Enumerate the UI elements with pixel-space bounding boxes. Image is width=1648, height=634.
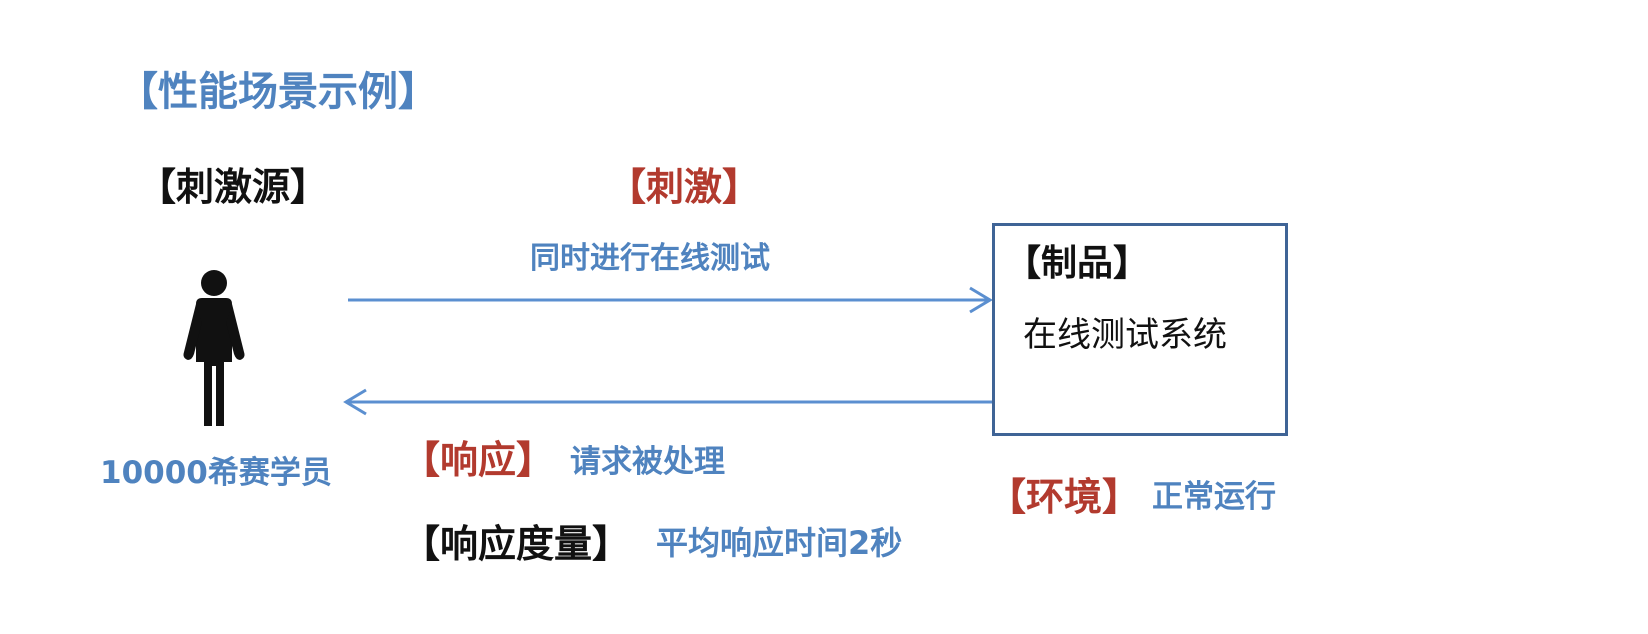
person-icon [183, 270, 245, 426]
artifact-box: 【制品】 在线测试系统 [992, 223, 1288, 436]
response-label: 【响应】 [402, 438, 555, 482]
environment-label: 【环境】 [988, 475, 1141, 519]
response-measure-description: 平均响应时间2秒 [656, 524, 903, 562]
stimulus-description: 同时进行在线测试 [530, 241, 770, 276]
diagram-title: 【性能场景示例】 [118, 69, 438, 115]
stimulus-label: 【刺激】 [608, 165, 761, 209]
artifact-label: 【制品】 [1005, 243, 1150, 284]
stimulus-arrow [348, 286, 993, 314]
response-arrow [343, 388, 992, 416]
stimulus-source-description: 10000希赛学员 [100, 455, 332, 491]
artifact-description: 在线测试系统 [1023, 315, 1227, 355]
response-description: 请求被处理 [570, 444, 725, 480]
environment-description: 正常运行 [1152, 479, 1276, 515]
stimulus-source-label: 【刺激源】 [138, 165, 329, 209]
response-measure-label: 【响应度量】 [402, 522, 631, 566]
